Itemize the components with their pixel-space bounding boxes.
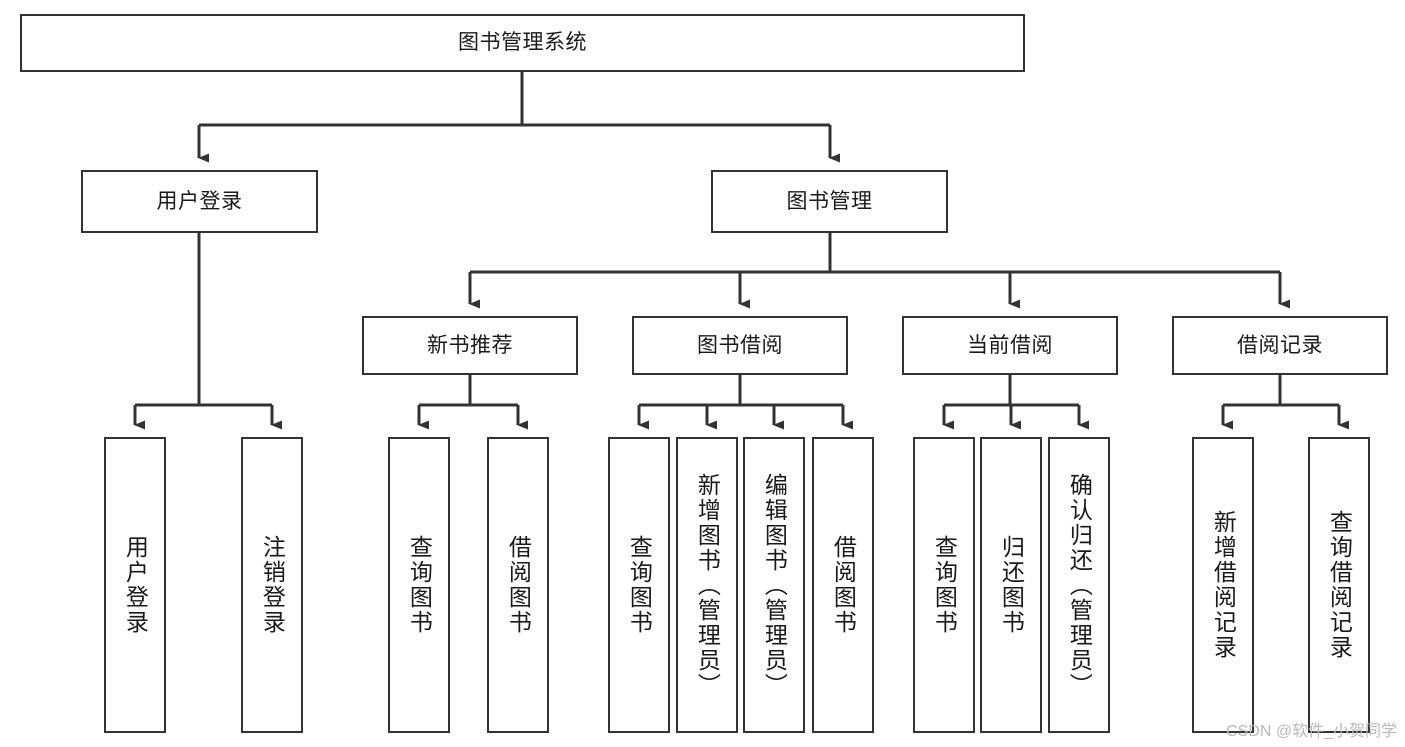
node-leaf-user-logout[interactable]: 注销登录 [241, 437, 303, 733]
node-leaf-current-query[interactable]: 查询图书 [913, 437, 975, 733]
node-borrow-record-label: 借阅记录 [1237, 333, 1323, 357]
node-user-login[interactable]: 用户登录 [81, 170, 318, 233]
node-book-manage[interactable]: 图书管理 [711, 170, 948, 233]
node-root-label: 图书管理系统 [458, 31, 587, 55]
node-leaf-current-confirm-label: 确认归还（管理员） [1066, 472, 1093, 698]
node-leaf-recommend-borrow-label: 借阅图书 [505, 535, 532, 635]
node-leaf-current-return[interactable]: 归还图书 [980, 437, 1042, 733]
node-book-borrow-label: 图书借阅 [697, 333, 783, 357]
node-leaf-borrow-add-label: 新增图书（管理员） [694, 472, 721, 698]
node-leaf-user-login[interactable]: 用户登录 [104, 437, 166, 733]
node-leaf-borrow-query[interactable]: 查询图书 [608, 437, 670, 733]
node-book-borrow[interactable]: 图书借阅 [632, 316, 848, 375]
node-leaf-borrow-add[interactable]: 新增图书（管理员） [676, 437, 738, 733]
node-leaf-record-query[interactable]: 查询借阅记录 [1308, 437, 1370, 733]
node-leaf-borrow-query-label: 查询图书 [626, 535, 653, 635]
node-leaf-current-confirm[interactable]: 确认归还（管理员） [1048, 437, 1110, 733]
node-leaf-record-add[interactable]: 新增借阅记录 [1192, 437, 1254, 733]
node-user-login-label: 用户登录 [156, 189, 243, 213]
node-current-borrow[interactable]: 当前借阅 [902, 316, 1118, 375]
node-leaf-current-query-label: 查询图书 [931, 535, 958, 635]
node-leaf-recommend-query-label: 查询图书 [406, 535, 433, 635]
node-leaf-current-return-label: 归还图书 [998, 535, 1025, 635]
node-leaf-borrow-edit[interactable]: 编辑图书（管理员） [743, 437, 805, 733]
node-leaf-borrow-lend[interactable]: 借阅图书 [812, 437, 874, 733]
node-leaf-recommend-borrow[interactable]: 借阅图书 [487, 437, 549, 733]
node-leaf-record-add-label: 新增借阅记录 [1210, 510, 1237, 660]
node-leaf-borrow-edit-label: 编辑图书（管理员） [761, 472, 788, 698]
node-current-borrow-label: 当前借阅 [967, 333, 1053, 357]
node-book-manage-label: 图书管理 [786, 189, 873, 213]
node-leaf-user-logout-label: 注销登录 [259, 535, 286, 635]
node-leaf-record-query-label: 查询借阅记录 [1326, 510, 1353, 660]
node-borrow-record[interactable]: 借阅记录 [1172, 316, 1388, 375]
node-root[interactable]: 图书管理系统 [20, 14, 1025, 72]
node-new-book-recommend[interactable]: 新书推荐 [362, 316, 578, 375]
node-new-book-recommend-label: 新书推荐 [427, 333, 513, 357]
node-leaf-borrow-lend-label: 借阅图书 [830, 535, 857, 635]
node-leaf-recommend-query[interactable]: 查询图书 [388, 437, 450, 733]
node-leaf-user-login-label: 用户登录 [122, 535, 149, 635]
